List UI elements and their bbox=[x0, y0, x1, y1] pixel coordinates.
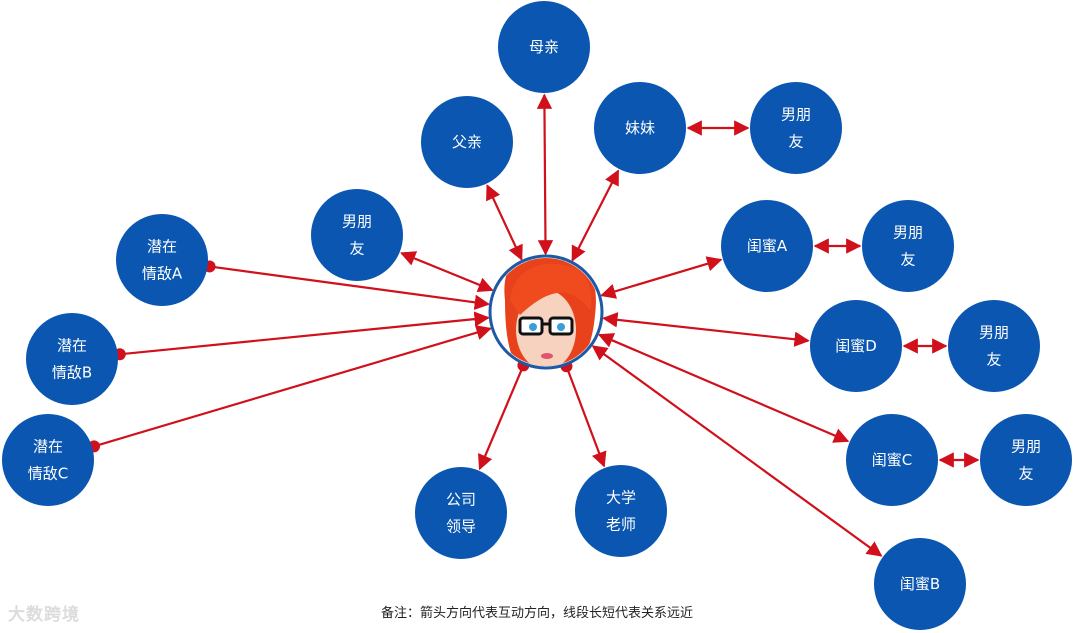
node-label: 潜在 bbox=[33, 438, 63, 456]
edge-center-boyfriend bbox=[401, 253, 492, 290]
node-label: 潜在 bbox=[147, 238, 177, 256]
node-label: 领导 bbox=[446, 518, 476, 536]
watermark-logo: 大数跨境 bbox=[8, 600, 80, 625]
edge-center-sister bbox=[572, 171, 618, 261]
node-label: 情敌C bbox=[28, 465, 68, 483]
edge-center-boss bbox=[480, 365, 524, 468]
node-circle bbox=[575, 465, 667, 557]
node-label: 友 bbox=[986, 351, 1001, 369]
node-bestie-c: 闺蜜C bbox=[846, 414, 938, 506]
node-label: 友 bbox=[349, 240, 364, 258]
node-boyfriend: 男朋友 bbox=[311, 189, 403, 281]
node-label: 妹妹 bbox=[625, 119, 655, 137]
edge-center-teacher bbox=[566, 366, 604, 466]
node-label: 公司 bbox=[446, 491, 476, 509]
diagram-note: 备注：箭头方向代表互动方向，线段长短代表关系远近 bbox=[0, 602, 1074, 621]
node-label: 男朋 bbox=[893, 224, 923, 242]
node-circle bbox=[415, 467, 507, 559]
node-label: 闺蜜A bbox=[747, 237, 788, 255]
node-sister: 妹妹 bbox=[594, 82, 686, 174]
node-sister-bf: 男朋友 bbox=[750, 82, 842, 174]
edge-center-mother bbox=[544, 95, 545, 254]
edge-center-bestie_d bbox=[604, 318, 809, 340]
node-circle bbox=[311, 189, 403, 281]
node-label: 情敌A bbox=[142, 265, 183, 283]
center-avatar bbox=[490, 248, 602, 372]
node-label: 男朋 bbox=[781, 106, 811, 124]
node-circle bbox=[980, 414, 1072, 506]
node-label: 母亲 bbox=[529, 38, 559, 56]
node-circle bbox=[26, 313, 118, 405]
node-label: 男朋 bbox=[1011, 438, 1041, 456]
node-mother: 母亲 bbox=[498, 1, 590, 93]
node-bestie-d: 闺蜜D bbox=[810, 300, 902, 392]
node-bestie-c-bf: 男朋友 bbox=[980, 414, 1072, 506]
node-bestie-a: 闺蜜A bbox=[721, 200, 813, 292]
node-circle bbox=[750, 82, 842, 174]
node-label: 潜在 bbox=[57, 337, 87, 355]
node-circle bbox=[862, 200, 954, 292]
node-label: 闺蜜C bbox=[872, 451, 912, 469]
node-circle bbox=[948, 300, 1040, 392]
node-label: 情敌B bbox=[52, 364, 92, 382]
edge-rival_c-center bbox=[94, 329, 490, 447]
node-label: 友 bbox=[1018, 465, 1033, 483]
node-bestie-a-bf: 男朋友 bbox=[862, 200, 954, 292]
node-label: 父亲 bbox=[452, 133, 482, 151]
node-label: 友 bbox=[788, 133, 803, 151]
node-label: 闺蜜B bbox=[900, 575, 940, 593]
node-label: 老师 bbox=[606, 516, 636, 534]
node-label: 大学 bbox=[606, 489, 636, 507]
node-father: 父亲 bbox=[421, 96, 513, 188]
node-label: 友 bbox=[900, 251, 915, 269]
node-bestie-d-bf: 男朋友 bbox=[948, 300, 1040, 392]
node-circle bbox=[2, 414, 94, 506]
node-label: 男朋 bbox=[979, 324, 1009, 342]
node-circle bbox=[116, 214, 208, 306]
node-label: 闺蜜D bbox=[835, 337, 877, 355]
edge-center-father bbox=[487, 186, 521, 260]
node-label: 男朋 bbox=[342, 213, 372, 231]
edge-center-bestie_a bbox=[602, 260, 721, 296]
edge-rival_b-center bbox=[120, 318, 489, 355]
